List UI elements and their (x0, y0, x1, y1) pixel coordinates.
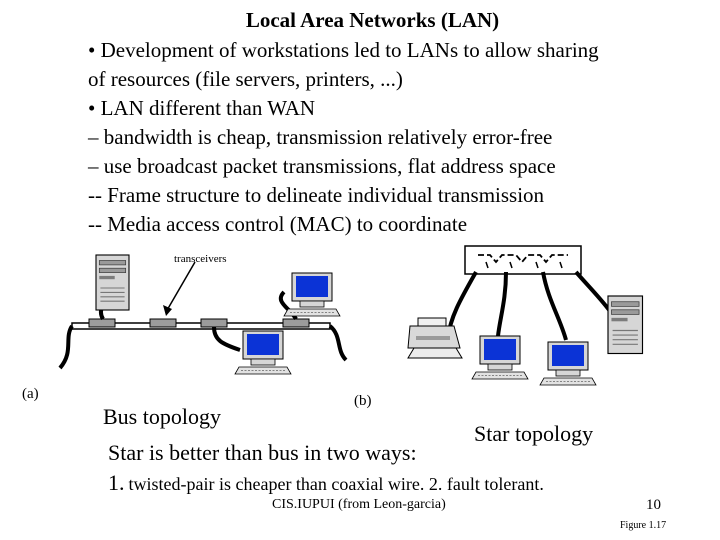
page-number: 10 (646, 497, 661, 513)
bullet-line-6: -- Frame structure to delineate individu… (88, 183, 545, 207)
bullet-line-3: • LAN different than WAN (88, 96, 316, 120)
transceiver (149, 318, 177, 328)
printer (407, 317, 463, 359)
transceiver (200, 318, 228, 328)
bullet-line-2: of resources (file servers, printers, ..… (88, 67, 403, 91)
bullet-line-4: – bandwidth is cheap, transmission relat… (88, 125, 553, 149)
footer-credit: CIS.IUPUI (from Leon-garcia) (272, 497, 446, 512)
star-topology-caption: Star topology (474, 421, 593, 446)
detail-number: 1. (108, 470, 125, 495)
star-workstation (471, 335, 529, 380)
transceiver (282, 318, 310, 328)
figure-number: Figure 1.17 (620, 520, 667, 531)
transceivers-label: transceivers (174, 253, 227, 265)
bullet-line-5: – use broadcast packet transmissions, fl… (88, 154, 556, 178)
transceiver (88, 318, 116, 328)
bus-topology-caption: Bus topology (103, 404, 221, 429)
detail-text: twisted-pair is cheaper than coaxial wir… (128, 474, 544, 494)
comparison-detail: 1. twisted-pair is cheaper than coaxial … (108, 470, 544, 496)
transceiver-arrow (165, 261, 196, 313)
bus-workstation (234, 330, 292, 375)
label-a: (a) (22, 386, 39, 402)
star-server-tower (607, 295, 644, 355)
star-workstation (539, 341, 597, 386)
bullet-line-1: • Development of workstations led to LAN… (88, 38, 599, 62)
comparison-note: Star is better than bus in two ways: (108, 440, 417, 465)
bus-workstation (283, 272, 341, 317)
bus-server-tower (95, 254, 130, 311)
bullet-line-7: -- Media access control (MAC) to coordin… (88, 212, 468, 236)
slide-title: Local Area Networks (LAN) (245, 8, 500, 32)
label-b: (b) (354, 393, 372, 409)
